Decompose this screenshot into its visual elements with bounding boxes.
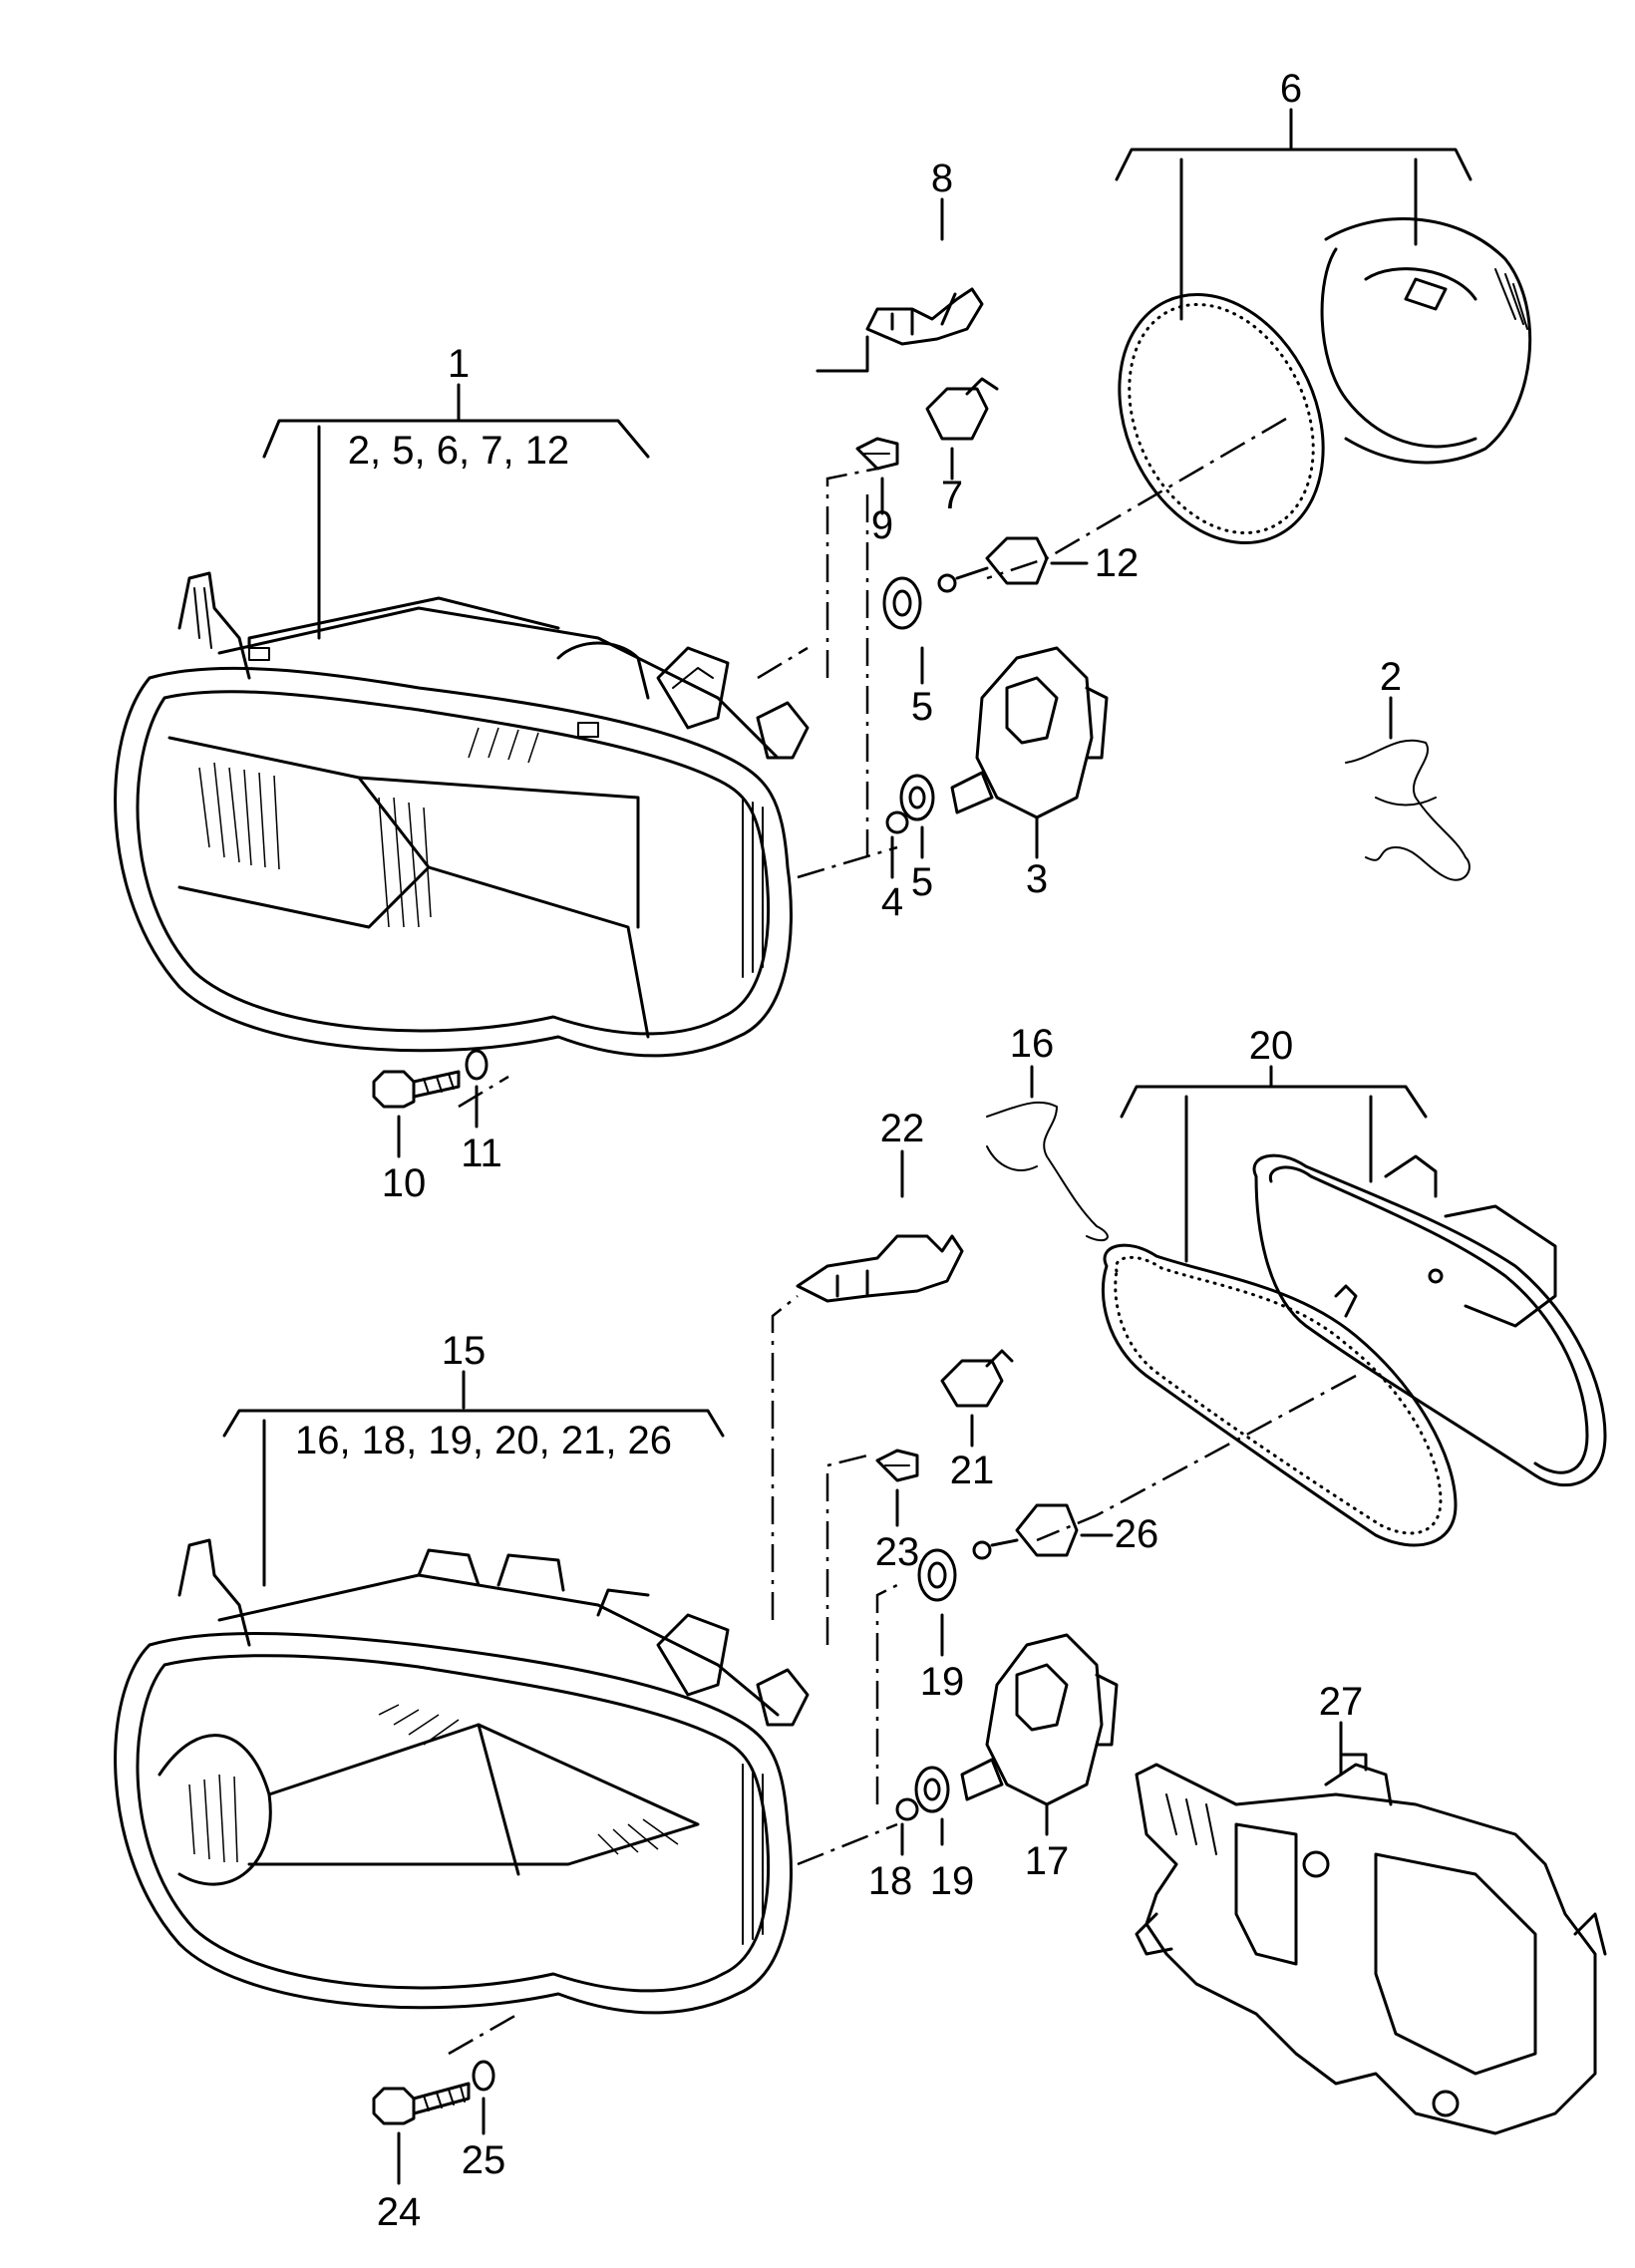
callout-5a: 5 [911,685,933,729]
motor-part-3 [950,646,1109,819]
callout-2: 2 [1380,655,1402,699]
callout-15-subparts: 16, 18, 19, 20, 21, 26 [295,1419,672,1462]
callout-5b: 5 [911,860,933,904]
callout-22: 22 [880,1107,925,1150]
callout-9: 9 [871,503,893,547]
callout-16: 16 [1010,1022,1055,1066]
screw-part-24 [372,2082,471,2125]
callout-27: 27 [1319,1680,1364,1724]
bulb-part-22 [796,1234,964,1303]
callout-23: 23 [875,1530,920,1574]
bracket-part-27 [1135,1753,1607,2135]
callout-19a: 19 [920,1660,965,1704]
bulb-part-12 [937,536,1049,593]
callout-15: 15 [442,1329,487,1373]
callout-24: 24 [377,2190,422,2234]
callout-18: 18 [868,1859,913,1903]
callout-21: 21 [950,1449,995,1492]
callout-10: 10 [382,1161,427,1205]
bulb-part-7 [925,377,999,441]
callout-11: 11 [461,1132,502,1175]
screw-part-10 [372,1070,461,1109]
callout-7: 7 [941,474,963,517]
callout-8: 8 [931,157,953,200]
callout-4: 4 [881,880,903,924]
bulb-part-23 [875,1449,919,1482]
callout-1: 1 [448,342,470,386]
headlight-upper-assembly [114,571,810,1058]
motor-part-17 [960,1633,1119,1806]
callout-6: 6 [1280,67,1302,111]
bulb-h4-part-8 [865,197,984,346]
headlight-lower-assembly [114,1538,810,2015]
bulb-part-21 [940,1349,1014,1408]
bulb-part-26 [972,1503,1079,1560]
ring-bezel-part-6 [1118,217,1532,544]
callout-19b: 19 [930,1859,975,1903]
callout-3: 3 [1026,857,1048,901]
bulb-part-9 [855,437,899,471]
gasket-housing-part-20 [1101,1153,1607,1547]
callout-12: 12 [1095,541,1140,585]
callout-17: 17 [1025,1839,1070,1883]
callout-1-subparts: 2, 5, 6, 7, 12 [348,429,569,473]
callout-26: 26 [1115,1512,1159,1556]
callout-20: 20 [1249,1024,1294,1068]
callout-25: 25 [462,2138,506,2182]
